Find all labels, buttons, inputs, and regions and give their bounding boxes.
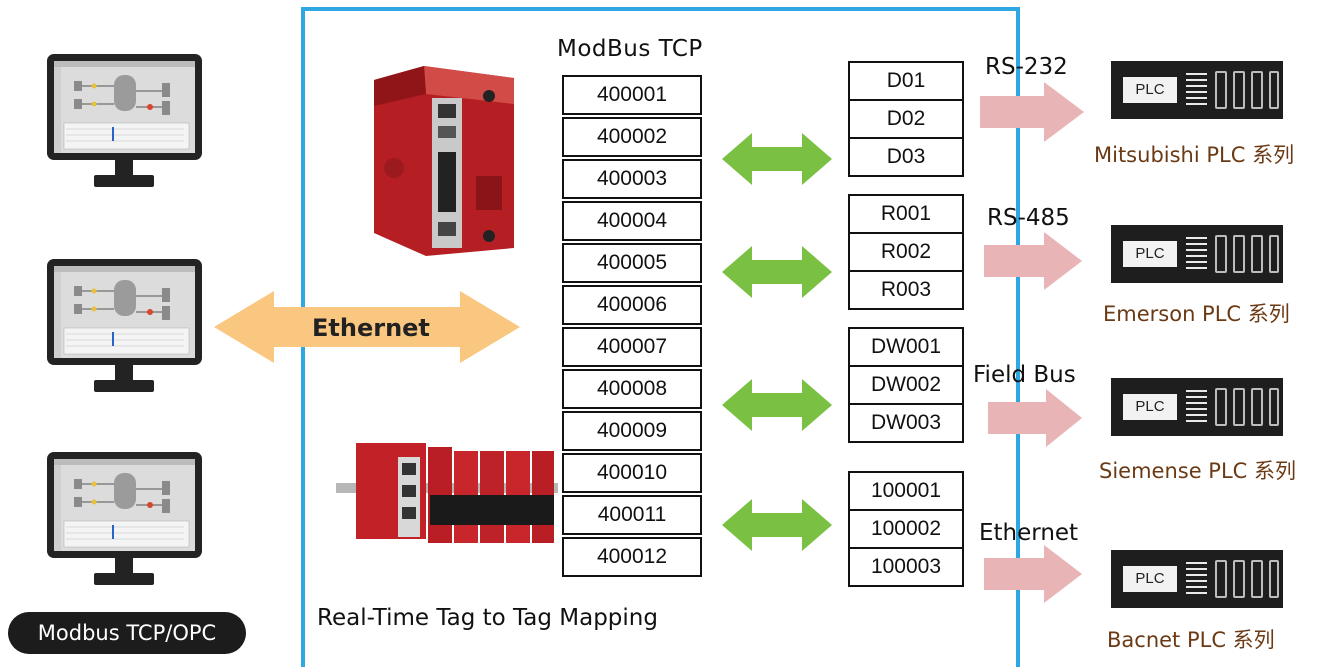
ethernet-link-label: Ethernet [312, 314, 430, 342]
mapping-arrow-1 [722, 133, 832, 185]
register-cell: 400002 [562, 117, 702, 157]
plc-device-icon: PLC [1111, 550, 1283, 608]
scada-screen [54, 266, 195, 358]
register-cell: 400009 [562, 411, 702, 451]
protocol-label: Ethernet [979, 520, 1079, 546]
gateway-device-image [374, 66, 514, 256]
io-module-rack-image [336, 443, 558, 543]
protocol-label: RS-232 [985, 54, 1068, 80]
plc-device-icon: PLC [1111, 378, 1283, 436]
plc-label: PLC [1123, 566, 1177, 592]
protocol-label: Field Bus [973, 362, 1076, 388]
register-cell: 400004 [562, 201, 702, 241]
plc-label: PLC [1123, 77, 1177, 103]
plc-device-icon: PLC [1111, 61, 1283, 119]
tag-cell: R001 [848, 194, 964, 234]
register-cell: 400001 [562, 75, 702, 115]
register-cell: 400011 [562, 495, 702, 535]
tag-cell: R002 [848, 232, 964, 272]
mapping-arrow-4 [722, 499, 832, 551]
plc-label: PLC [1123, 241, 1177, 267]
tag-cell: DW002 [848, 365, 964, 405]
mapping-arrow-2 [722, 246, 832, 298]
client-protocol-label: Modbus TCP/OPC [8, 612, 246, 654]
tag-cell: D01 [848, 61, 964, 101]
scada-screen [54, 61, 195, 153]
register-cell: 400010 [562, 453, 702, 493]
register-cell: 400005 [562, 243, 702, 283]
tag-cell: DW003 [848, 403, 964, 443]
tag-cell: D02 [848, 99, 964, 139]
tag-cell: R003 [848, 270, 964, 310]
mapping-arrow-3 [722, 379, 832, 431]
tag-cell: D03 [848, 137, 964, 177]
tag-cell: 100002 [848, 509, 964, 549]
plc-label: PLC [1123, 394, 1177, 420]
tag-cell: 100003 [848, 547, 964, 587]
device-arrow-2 [984, 232, 1082, 290]
tag-group-fieldbus: DW001 DW002 DW003 [848, 327, 964, 443]
register-cell: 400006 [562, 285, 702, 325]
protocol-label: RS-485 [987, 205, 1070, 231]
register-cell: 400007 [562, 327, 702, 367]
plc-series-name: Emerson PLC 系列 [1103, 302, 1290, 326]
ethernet-double-arrow [214, 291, 520, 363]
device-arrow-1 [980, 82, 1084, 142]
modbus-register-table: 400001 400002 400003 400004 400005 40000… [562, 75, 702, 577]
register-cell: 400008 [562, 369, 702, 409]
gateway-title: ModBus TCP [557, 36, 703, 62]
register-cell: 400003 [562, 159, 702, 199]
device-arrow-4 [984, 545, 1082, 603]
tag-cell: 100001 [848, 471, 964, 511]
scada-screen [54, 459, 195, 551]
tag-group-ethernet: 100001 100002 100003 [848, 471, 964, 587]
plc-series-name: Bacnet PLC 系列 [1107, 628, 1275, 652]
plc-series-name: Mitsubishi PLC 系列 [1094, 143, 1295, 167]
tag-group-rs485: R001 R002 R003 [848, 194, 964, 310]
plc-series-name: Siemense PLC 系列 [1099, 459, 1297, 483]
gateway-subtitle: Real-Time Tag to Tag Mapping [317, 605, 658, 631]
tag-cell: DW001 [848, 327, 964, 367]
register-cell: 400012 [562, 537, 702, 577]
tag-group-rs232: D01 D02 D03 [848, 61, 964, 177]
plc-device-icon: PLC [1111, 225, 1283, 283]
device-arrow-3 [988, 389, 1082, 447]
